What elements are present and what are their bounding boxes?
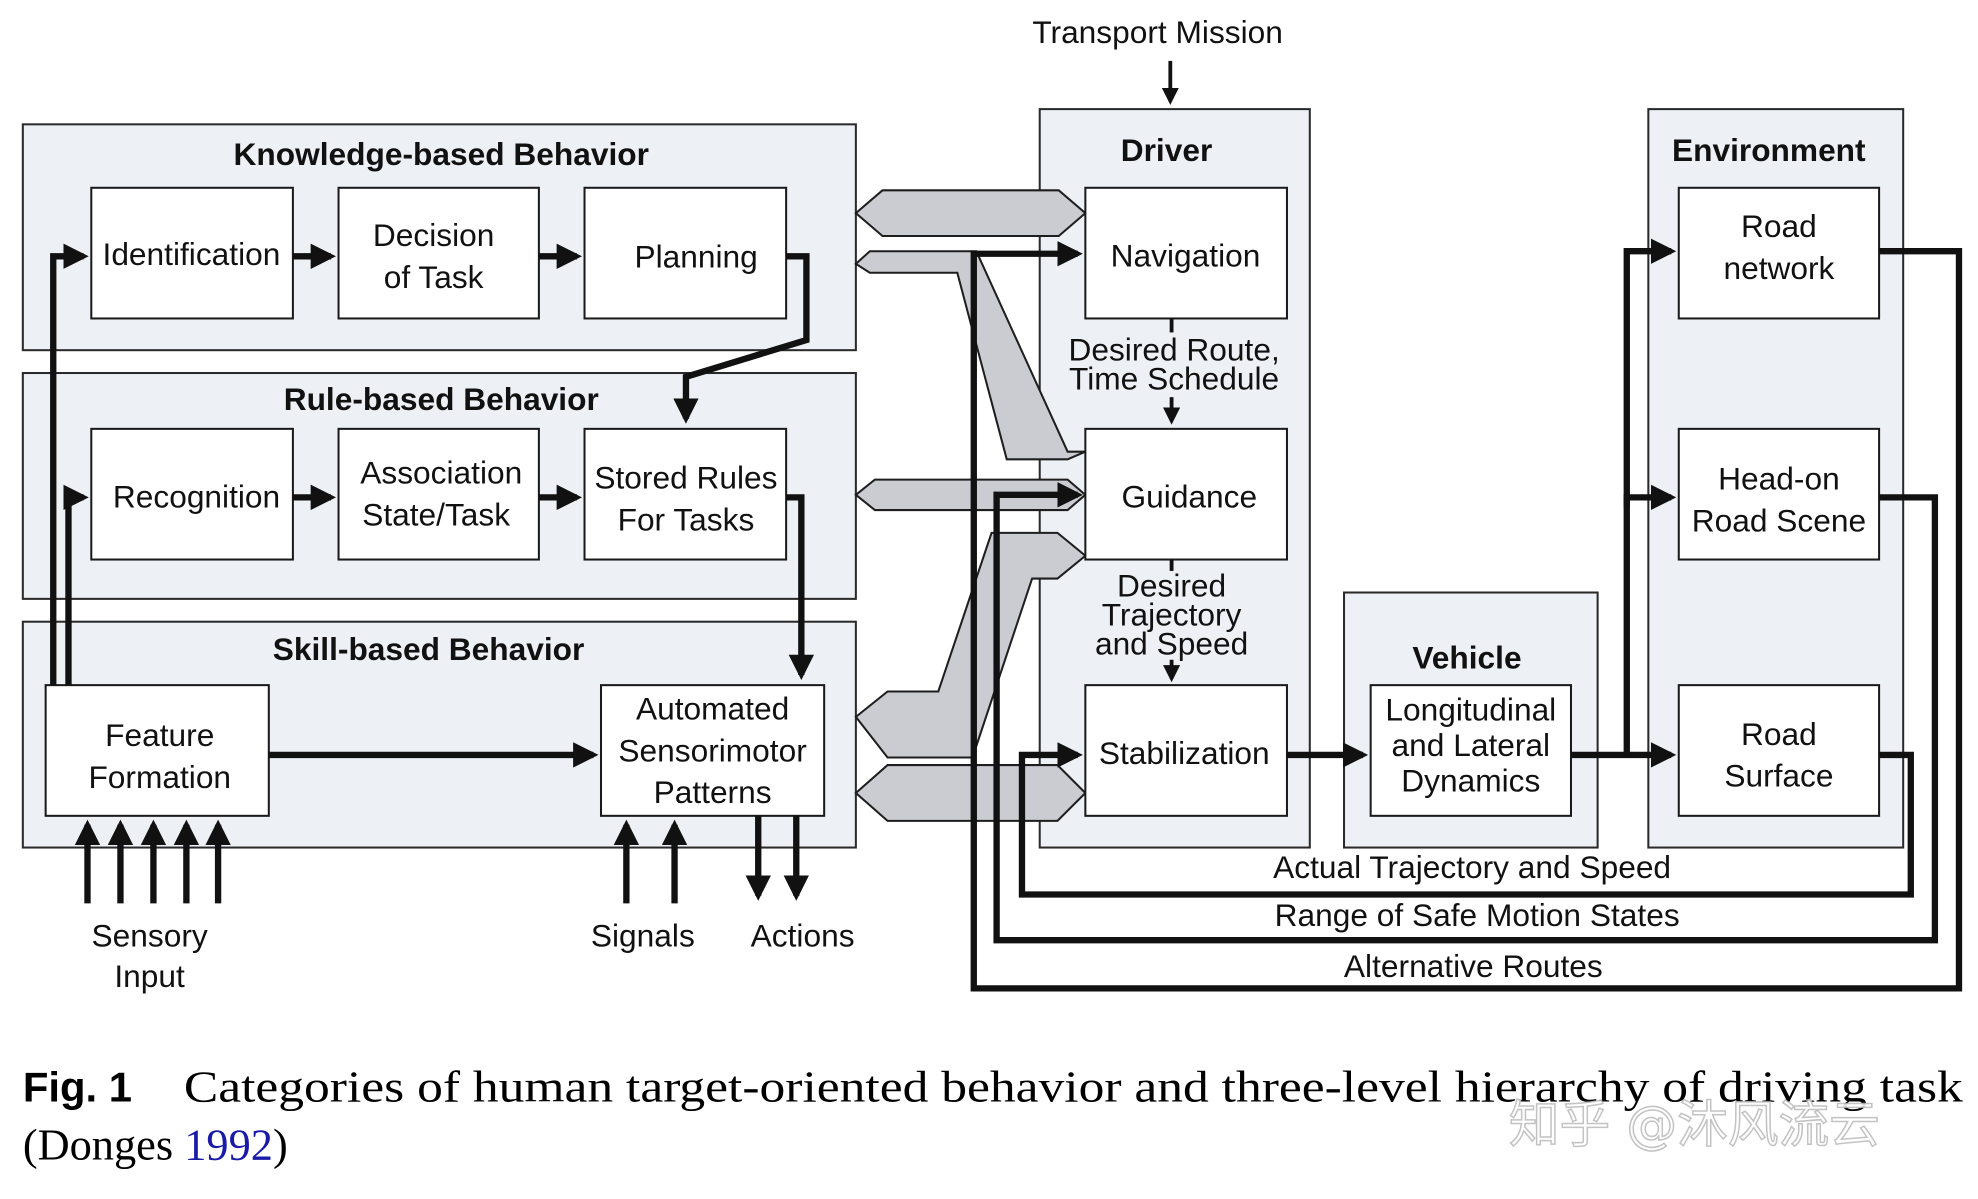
caption-line-2-prefix: (Donges	[23, 1120, 184, 1170]
desired-route-label-2: Time Schedule	[1069, 361, 1279, 397]
alternative-routes-loop	[970, 241, 1963, 992]
alternative-routes-label: Alternative Routes	[1344, 948, 1603, 984]
feature-to-recognition-arrow	[63, 484, 89, 686]
vehicle-to-road-network-arrow	[1623, 238, 1677, 508]
actual-trajectory-loop	[1018, 742, 1914, 898]
road-surface-label-2: Surface	[1724, 758, 1833, 794]
safe-motion-label: Range of Safe Motion States	[1275, 897, 1680, 933]
driver-title: Driver	[1121, 132, 1213, 168]
dynamics-box	[1369, 684, 1573, 817]
desired-trajectory-label-2: Trajectory	[1102, 597, 1242, 633]
identification-label: Identification	[103, 236, 281, 272]
dynamics-label-1: Longitudinal	[1385, 692, 1556, 728]
feature-label-1: Feature	[105, 717, 214, 753]
action-arrows	[745, 815, 809, 901]
feature-formation-box	[44, 684, 270, 817]
road-network-label-2: network	[1723, 250, 1834, 286]
desired-route-label-1: Desired Route,	[1068, 331, 1279, 367]
association-label-1: Association	[360, 454, 522, 490]
guidance-label: Guidance	[1122, 479, 1258, 515]
sensory-input-arrows	[74, 819, 231, 904]
knowledge-guidance-link	[854, 250, 1086, 461]
recognition-label: Recognition	[113, 479, 280, 515]
actions-label: Actions	[751, 918, 855, 954]
decision-label-1: Decision	[373, 217, 494, 253]
sensorimotor-label-1: Automated	[636, 690, 789, 726]
vehicle-title: Vehicle	[1412, 640, 1521, 676]
knowledge-title: Knowledge-based Behavior	[234, 136, 649, 172]
road-surface-label-1: Road	[1741, 716, 1817, 752]
rule-title: Rule-based Behavior	[284, 381, 599, 417]
planning-box	[583, 186, 788, 320]
sensorimotor-label-3: Patterns	[654, 774, 772, 810]
caption-line-2: (Donges 1992)	[23, 1120, 288, 1170]
caption-line-1: Categories of human target-oriented beha…	[184, 1061, 1964, 1111]
road-network-label-1: Road	[1741, 208, 1817, 244]
environment-title: Environment	[1672, 132, 1866, 168]
desired-trajectory-label-1: Desired	[1117, 567, 1226, 603]
caption-figure-label: Fig. 1	[23, 1063, 132, 1110]
decision-label-2: of Task	[384, 259, 484, 295]
dynamics-label-3: Dynamics	[1401, 763, 1540, 799]
watermark: 知乎 @沐风流云	[1509, 1095, 1880, 1154]
sensorimotor-label-2: Sensorimotor	[618, 732, 807, 768]
planning-to-rules-arrow	[673, 253, 810, 424]
stabilization-label: Stabilization	[1099, 735, 1270, 771]
sensory-label-2: Input	[114, 958, 185, 994]
road-scene-box	[1677, 427, 1881, 561]
dynamics-label-2: and Lateral	[1392, 727, 1551, 763]
road-surface-box	[1677, 684, 1881, 817]
signal-arrows	[613, 819, 688, 904]
citation-link[interactable]: 1992	[184, 1120, 273, 1170]
stabilization-box	[1084, 684, 1288, 817]
planning-label: Planning	[634, 239, 757, 275]
road-scene-label-1: Head-on	[1718, 461, 1840, 497]
navigation-box	[1084, 186, 1288, 320]
skill-title: Skill-based Behavior	[273, 631, 585, 667]
association-label-2: State/Task	[362, 496, 510, 532]
sensory-label-1: Sensory	[92, 918, 208, 954]
safe-motion-loop	[993, 482, 1939, 944]
association-box	[337, 427, 540, 561]
stored-rules-label-2: For Tasks	[618, 501, 755, 537]
rules-to-sensorimotor-arrow	[786, 494, 815, 681]
stored-rules-label-1: Stored Rules	[594, 459, 777, 495]
transport-mission-label: Transport Mission	[1032, 14, 1283, 50]
stored-rules-box	[583, 427, 788, 561]
actual-trajectory-label: Actual Trajectory and Speed	[1273, 849, 1671, 885]
feature-label-2: Formation	[88, 759, 231, 795]
guidance-box	[1084, 427, 1288, 561]
desired-trajectory-label-3: and Speed	[1095, 626, 1248, 662]
sensorimotor-box	[599, 684, 826, 817]
caption-line-2-suffix: )	[273, 1120, 288, 1170]
road-network-box	[1677, 186, 1881, 320]
knowledge-navigation-link	[854, 189, 1087, 238]
road-scene-label-2: Road Scene	[1692, 503, 1866, 539]
navigation-label: Navigation	[1111, 237, 1261, 273]
feature-to-identification-arrow	[50, 243, 89, 686]
signals-label: Signals	[591, 918, 695, 954]
